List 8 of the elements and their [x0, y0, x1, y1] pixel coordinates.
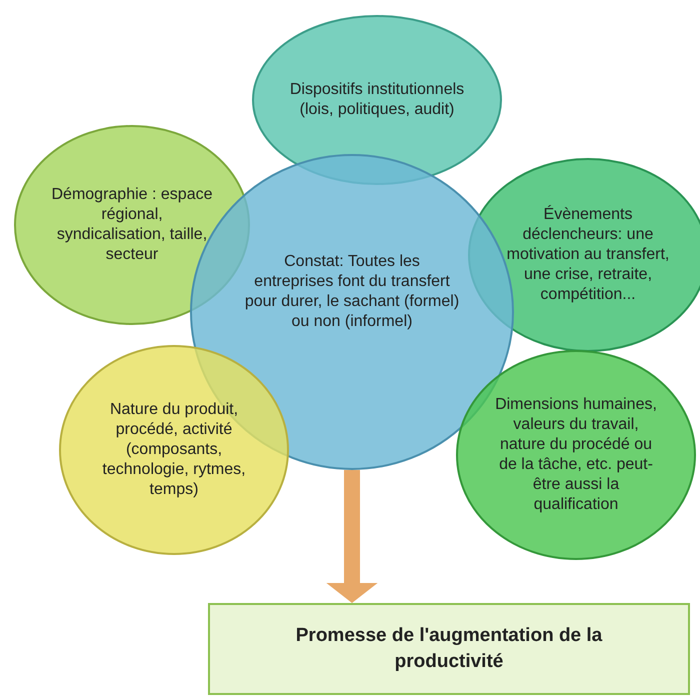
node-text: Constat: Toutes les entreprises font du transfert pour durer, le sachant (formel) ou non (informel) [244, 252, 460, 332]
node-text: Dimensions humaines, valeurs du travail, nature du procédé ou de la tâche, etc. peut-être aussi la qualification [494, 395, 658, 515]
node-text: Promesse de l'augmentation de la productivité [294, 624, 604, 674]
node-text: Démographie : espace régional, syndicalisation, taille, secteur [50, 185, 214, 265]
node-text: Dispositifs institutionnels (lois, politiques, audit) [288, 80, 466, 120]
node-text: Évènements déclencheurs: une motivation au transfert, une crise, retraite, compétition... [506, 205, 670, 305]
node-text: Nature du produit, procédé, activité (composants, technologie, rytmes, temps) [101, 400, 247, 500]
arrow [326, 470, 378, 603]
